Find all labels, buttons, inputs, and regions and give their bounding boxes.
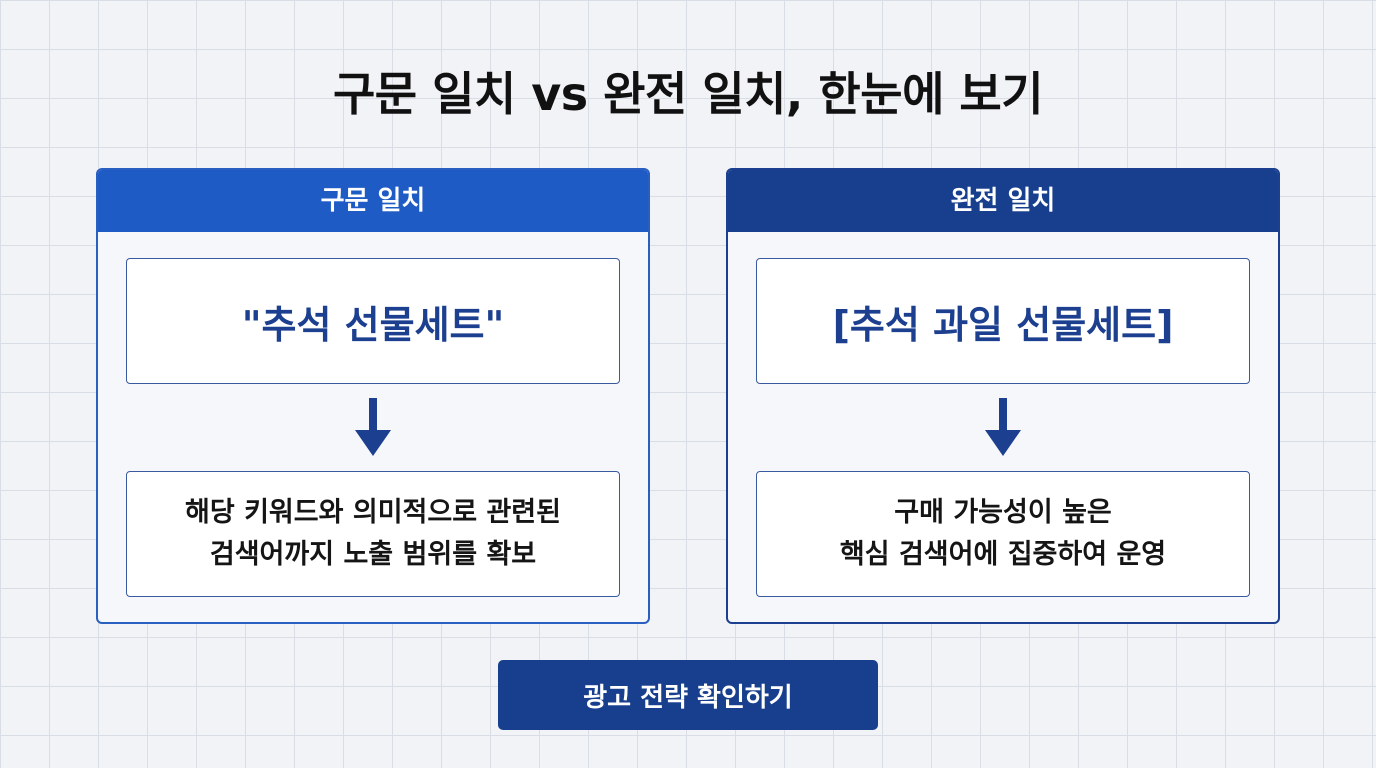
phrase-match-description-line-1: 해당 키워드와 의미적으로 관련된 bbox=[185, 497, 561, 528]
phrase-match-description-line-2: 검색어까지 노출 범위를 확보 bbox=[209, 539, 537, 570]
check-ad-strategy-button[interactable]: 광고 전략 확인하기 bbox=[498, 660, 878, 730]
exact-match-keyword-box: [추석 과일 선물세트] bbox=[756, 258, 1250, 384]
phrase-match-keyword: "추석 선물세트" bbox=[241, 302, 505, 347]
exact-match-description-line-2: 핵심 검색어에 집중하여 운영 bbox=[839, 539, 1167, 570]
down-arrow-icon bbox=[985, 398, 1021, 456]
phrase-match-keyword-box: "추석 선물세트" bbox=[126, 258, 620, 384]
exact-match-panel: 완전 일치 [추석 과일 선물세트] 구매 가능성이 높은 핵심 검색어에 집중… bbox=[726, 168, 1280, 624]
down-arrow-icon bbox=[355, 398, 391, 456]
exact-match-description-line-1: 구매 가능성이 높은 bbox=[894, 497, 1112, 528]
exact-match-description-box: 구매 가능성이 높은 핵심 검색어에 집중하여 운영 bbox=[756, 471, 1250, 597]
phrase-match-panel: 구문 일치 "추석 선물세트" 해당 키워드와 의미적으로 관련된 검색어까지 … bbox=[96, 168, 650, 624]
exact-match-keyword: [추석 과일 선물세트] bbox=[832, 302, 1174, 347]
page-title: 구문 일치 vs 완전 일치, 한눈에 보기 bbox=[332, 67, 1044, 121]
phrase-match-header: 구문 일치 bbox=[98, 170, 648, 232]
phrase-match-description-box: 해당 키워드와 의미적으로 관련된 검색어까지 노출 범위를 확보 bbox=[126, 471, 620, 597]
exact-match-header: 완전 일치 bbox=[728, 170, 1278, 232]
